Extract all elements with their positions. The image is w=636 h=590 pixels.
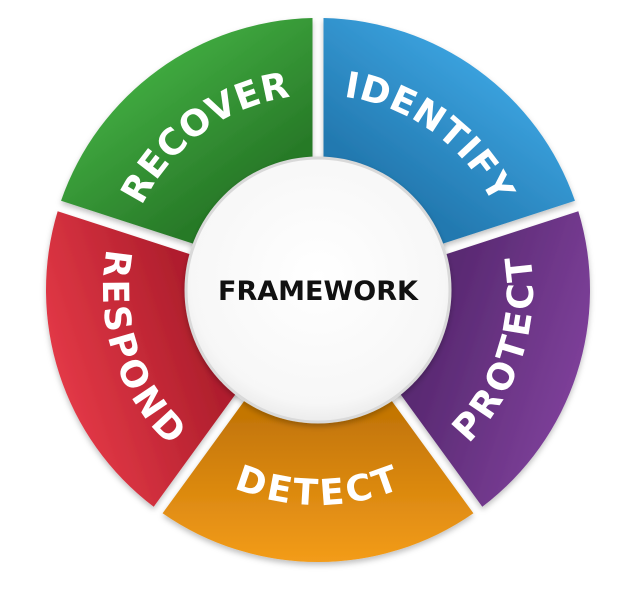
segment-protect — [397, 211, 590, 507]
center-label: FRAMEWORK — [218, 276, 419, 307]
segment-recover — [61, 18, 313, 246]
center-circle — [184, 156, 452, 424]
segment-detect — [162, 396, 474, 563]
segment-identify — [323, 18, 575, 246]
segment-respond — [46, 211, 239, 507]
